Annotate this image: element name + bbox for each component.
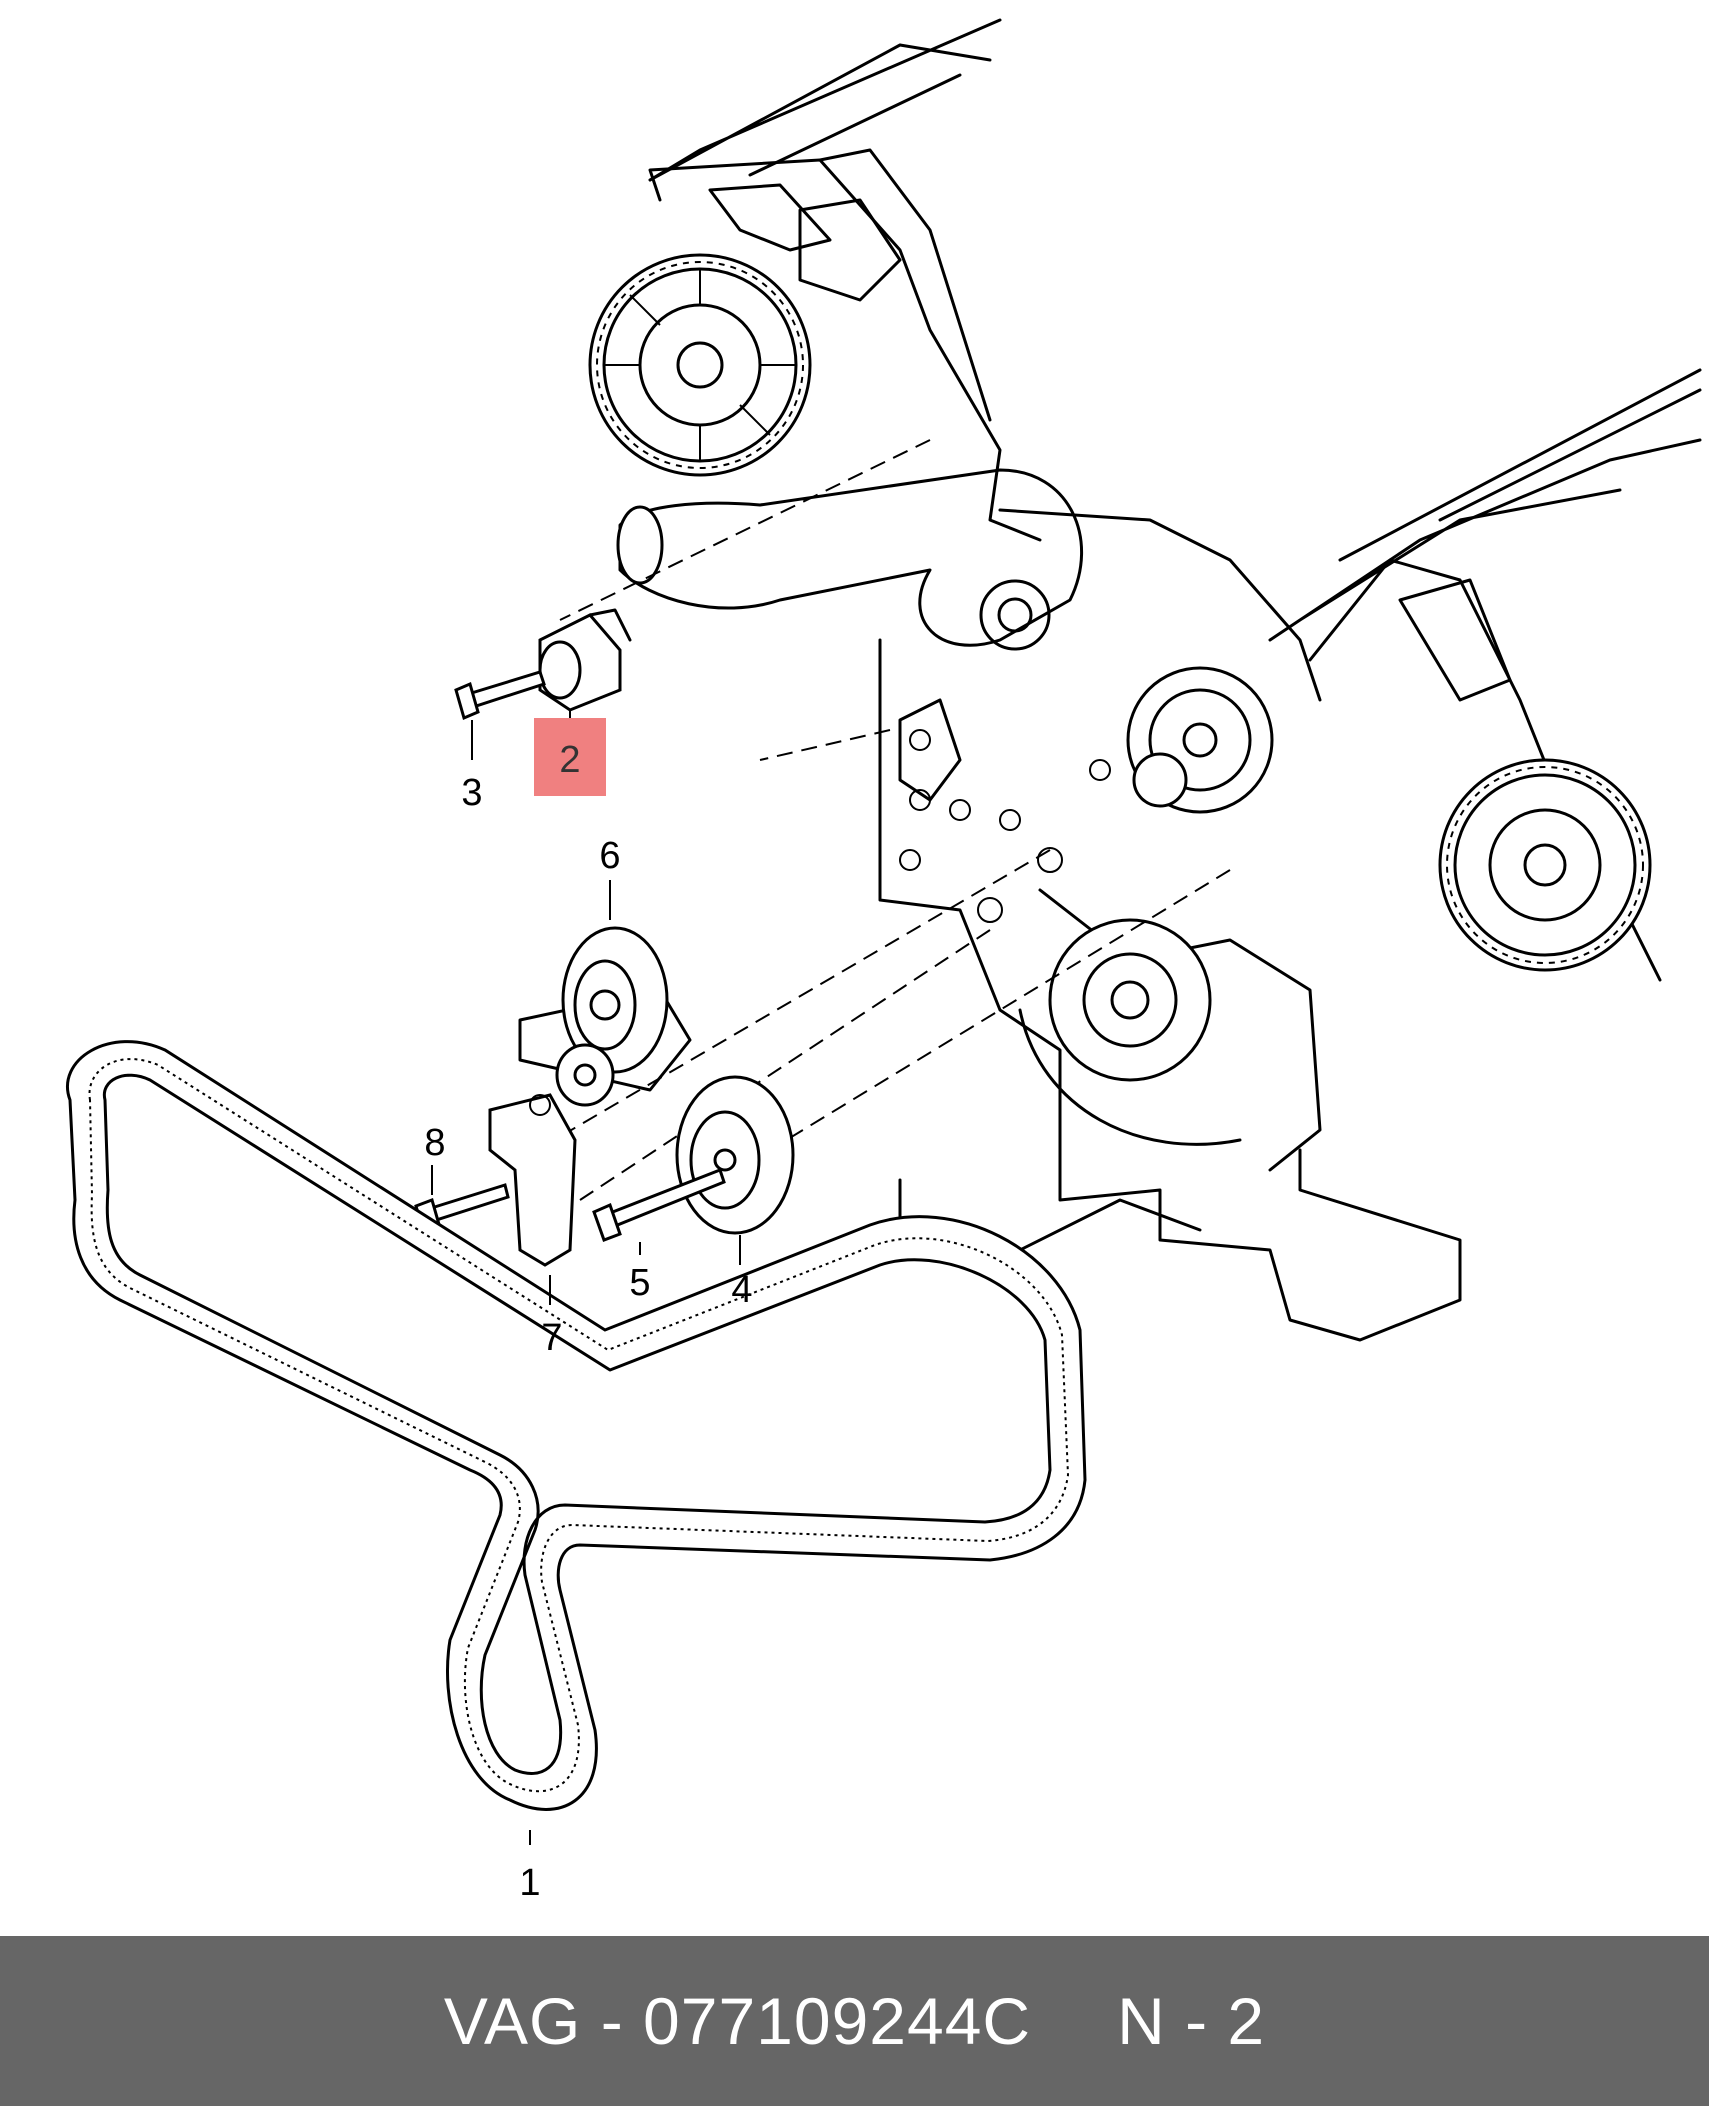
callout-2-highlight xyxy=(534,718,606,796)
separator: - xyxy=(600,1984,624,2058)
callout-4[interactable]: 4 xyxy=(731,1269,752,1311)
part-number: 077109244C xyxy=(643,1984,1032,2058)
brand-label: VAG xyxy=(443,1984,582,2058)
callout-6[interactable]: 6 xyxy=(599,835,620,877)
leader-lines xyxy=(431,710,741,1845)
part-number-footer: VAG - 077109244C N - 2 xyxy=(0,1936,1709,2106)
part-5-bolt xyxy=(592,1168,726,1242)
callout-3[interactable]: 3 xyxy=(461,772,482,814)
callout-2[interactable]: 2 xyxy=(559,739,580,781)
left-camshaft-sprocket xyxy=(588,253,812,477)
part-7-tensioner-damper xyxy=(488,1093,577,1267)
right-camshaft-sprocket xyxy=(1438,758,1652,972)
exploded-parts-diagram: 1 2 3 4 5 6 7 8 xyxy=(66,18,1702,1904)
part-3-bolt xyxy=(454,670,546,721)
callout-8[interactable]: 8 xyxy=(424,1122,445,1164)
engine-block-left-head xyxy=(648,18,1042,542)
diagram-position: N - 2 xyxy=(1117,1984,1266,2058)
engine-block-front xyxy=(878,508,1462,1342)
callout-1[interactable]: 1 xyxy=(519,1862,540,1904)
callout-5[interactable]: 5 xyxy=(629,1262,650,1304)
callout-7[interactable]: 7 xyxy=(541,1317,562,1359)
coolant-pipe xyxy=(616,468,1084,651)
part-2-idler-bushing xyxy=(538,608,632,712)
part-6-tensioner-pulley xyxy=(518,926,692,1107)
part-1-timing-belt xyxy=(66,1040,1087,1811)
part-4-idler-pulley xyxy=(675,1075,795,1235)
explode-lines xyxy=(519,439,1231,1201)
